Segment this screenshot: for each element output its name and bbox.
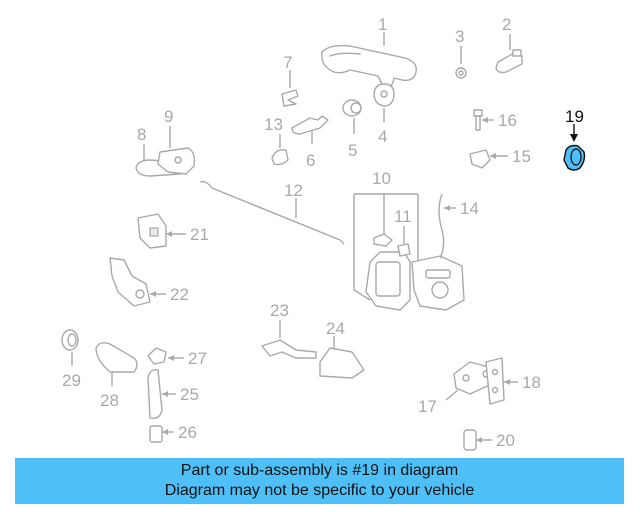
part-11-latch-lever: 11 [394, 207, 412, 257]
callout-7: 7 [283, 53, 292, 72]
callout-11: 11 [394, 207, 412, 226]
part-5-bushing: 5 [342, 99, 362, 160]
callout-25: 25 [180, 385, 199, 404]
part-1-outside-handle: 1 [321, 15, 417, 89]
part-23-hinge: 23 [261, 301, 317, 359]
part-13-clip: 13 [264, 115, 289, 166]
part-15-clip: 15 [469, 147, 531, 169]
callout-16: 16 [498, 111, 517, 130]
callout-5: 5 [348, 141, 357, 160]
part-22-striker: 22 [109, 257, 189, 307]
part-14-rod: 14 [438, 193, 479, 259]
part-latch-assembly [411, 255, 465, 311]
callout-10: 10 [372, 169, 391, 188]
callout-1: 1 [378, 15, 387, 34]
callout-18: 18 [522, 373, 541, 392]
callout-28: 28 [100, 391, 119, 410]
callout-9: 9 [164, 107, 173, 126]
part-7-spring-clip: 7 [281, 53, 299, 107]
callout-17: 17 [418, 397, 437, 416]
part-24-wedge: 24 [319, 319, 365, 379]
callout-24: 24 [326, 319, 345, 338]
callout-2: 2 [502, 15, 511, 34]
callout-3: 3 [455, 27, 464, 46]
part-26-plug: 26 [149, 423, 197, 443]
callout-19: 19 [565, 107, 584, 126]
part-10-latch: 10 [353, 169, 419, 311]
part-25-seal: 25 [147, 368, 199, 420]
part-2-lock-cylinder: 2 [495, 15, 523, 74]
part-19-grommet: 19 [563, 107, 586, 171]
callout-21: 21 [190, 225, 209, 244]
info-banner: Part or sub-assembly is #19 in diagram D… [15, 458, 624, 504]
part-18-hinge-plate: 18 [485, 357, 541, 405]
part-12-rod: 12 [199, 180, 345, 245]
callout-29: 29 [62, 371, 81, 390]
callout-20: 20 [496, 431, 515, 450]
callout-4: 4 [378, 127, 387, 146]
callout-22: 22 [170, 285, 189, 304]
callout-13: 13 [264, 115, 283, 134]
callout-12: 12 [284, 181, 303, 200]
callout-8: 8 [137, 125, 146, 144]
callout-14: 14 [460, 199, 479, 218]
part-4-bell-crank: 4 [373, 83, 395, 146]
part-9-handle-bezel: 9 [157, 107, 196, 175]
part-21-bracket: 21 [137, 213, 209, 249]
callout-26: 26 [178, 423, 197, 442]
banner-line-2: Diagram may not be specific to your vehi… [164, 482, 475, 499]
callout-23: 23 [270, 301, 289, 320]
callout-6: 6 [306, 151, 315, 170]
part-29-grommet: 29 [61, 329, 81, 390]
callout-27: 27 [188, 349, 207, 368]
part-27-nut: 27 [147, 347, 207, 368]
part-16-screw: 16 [473, 109, 517, 131]
part-28-boot: 28 [95, 341, 138, 410]
callout-15: 15 [512, 147, 531, 166]
banner-line-1: Part or sub-assembly is #19 in diagram [180, 462, 459, 479]
part-20-pad: 20 [463, 429, 515, 451]
part-3-ring: 3 [455, 27, 467, 79]
part-6-clip: 6 [291, 115, 329, 170]
